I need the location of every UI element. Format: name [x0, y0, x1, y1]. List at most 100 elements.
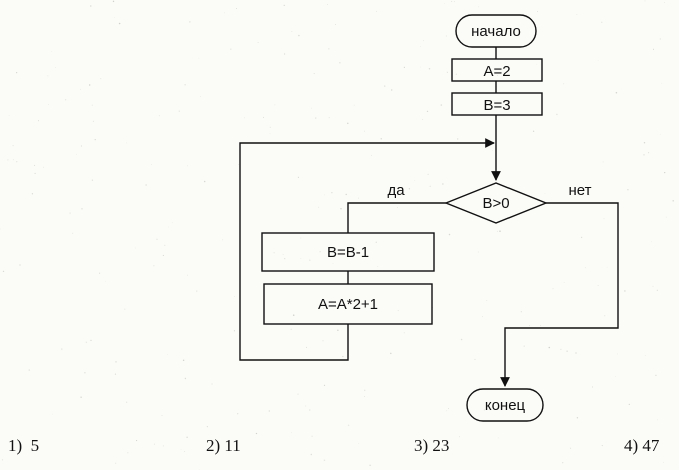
paper-speckle [499, 230, 501, 232]
paper-speckle [237, 413, 239, 415]
paper-speckle [377, 266, 379, 267]
paper-speckle [257, 41, 259, 44]
paper-speckle [399, 192, 401, 194]
paper-speckle [643, 154, 645, 156]
paper-speckle [375, 241, 377, 243]
paper-speckle [114, 17, 115, 18]
no-branch-label: нет [569, 182, 592, 199]
paper-speckle [298, 34, 300, 37]
paper-speckle [126, 401, 128, 403]
paper-speckle [340, 207, 342, 210]
paper-speckle [644, 355, 646, 356]
paper-speckle [369, 464, 371, 466]
paper-speckle [61, 348, 63, 350]
paper-speckle [1, 459, 4, 461]
paper-speckle [532, 130, 535, 132]
paper-speckle [327, 4, 328, 5]
paper-speckle [364, 130, 365, 132]
paper-speckle [648, 152, 650, 154]
paper-speckle [15, 71, 18, 74]
paper-speckle [323, 384, 326, 386]
paper-speckle [332, 263, 334, 264]
paper-speckle [585, 267, 586, 269]
paper-speckle [563, 83, 565, 85]
paper-speckle [552, 288, 554, 290]
paper-speckle [363, 396, 365, 397]
paper-speckle [376, 10, 377, 12]
paper-speckle [164, 244, 166, 246]
paper-speckle [274, 104, 276, 106]
paper-speckle [474, 358, 476, 360]
paper-speckle [156, 238, 158, 241]
paper-speckle [536, 63, 538, 65]
paper-speckle [168, 226, 169, 228]
paper-speckle [55, 67, 56, 68]
body-step-1-label: B=B-1 [327, 244, 369, 261]
paper-speckle [454, 1, 455, 2]
paper-speckle [186, 436, 188, 438]
paper-speckle [497, 437, 499, 439]
condition-label: B>0 [482, 195, 509, 212]
paper-speckle [446, 71, 449, 74]
paper-speckle [64, 99, 67, 101]
step-a-label: A=2 [483, 63, 510, 80]
paper-speckle [318, 206, 320, 208]
paper-speckle [422, 119, 424, 121]
paper-speckle [491, 150, 493, 151]
paper-speckle [187, 165, 188, 167]
paper-speckle [602, 161, 604, 163]
paper-speckle [455, 73, 457, 75]
paper-speckle [167, 354, 169, 355]
paper-speckle [99, 272, 101, 274]
paper-speckle [662, 461, 664, 463]
body-step-2-label: A=A*2+1 [318, 296, 378, 313]
paper-speckle [606, 266, 608, 268]
paper-speckle [100, 78, 102, 80]
paper-speckle [309, 409, 311, 411]
paper-speckle [91, 104, 93, 106]
answer-value: 5 [30, 436, 40, 455]
paper-speckle [105, 280, 106, 282]
paper-speckle [310, 453, 313, 456]
paper-speckle [560, 348, 562, 350]
paper-speckle [323, 307, 325, 309]
paper-speckle [390, 352, 392, 355]
paper-speckle [306, 346, 307, 348]
paper-speckle [94, 138, 96, 141]
paper-speckle [659, 38, 662, 40]
paper-speckle [345, 193, 347, 196]
paper-speckle [37, 120, 40, 122]
paper-speckle [224, 12, 225, 14]
answer-value: 47 [642, 436, 660, 455]
paper-speckle [90, 5, 92, 7]
paper-speckle [189, 21, 191, 23]
paper-speckle [84, 372, 86, 374]
answer-number: 3) [414, 436, 429, 455]
process-box-a-assign [451, 58, 543, 82]
paper-speckle [284, 53, 286, 55]
paper-speckle [184, 450, 186, 453]
paper-speckle [597, 60, 599, 62]
answer-option-2: 2) 11 [206, 436, 241, 456]
paper-speckle [187, 274, 188, 276]
paper-speckle [12, 159, 14, 161]
paper-speckle [496, 230, 498, 232]
paper-speckle [69, 212, 71, 214]
paper-speckle [523, 345, 525, 347]
paper-speckle [440, 104, 443, 106]
paper-speckle [323, 459, 326, 462]
paper-speckle [290, 328, 292, 331]
paper-speckle [403, 66, 406, 69]
paper-speckle [235, 8, 237, 10]
paper-speckle [89, 84, 91, 86]
paper-speckle [47, 75, 49, 77]
paper-speckle [322, 340, 324, 342]
paper-speckle [428, 68, 431, 70]
no-branch-line [500, 202, 619, 387]
paper-speckle [655, 374, 657, 377]
paper-speckle [319, 251, 321, 253]
paper-speckle [423, 40, 425, 42]
paper-speckle [617, 353, 618, 355]
paper-speckle [291, 432, 292, 434]
paper-speckle [664, 171, 666, 174]
